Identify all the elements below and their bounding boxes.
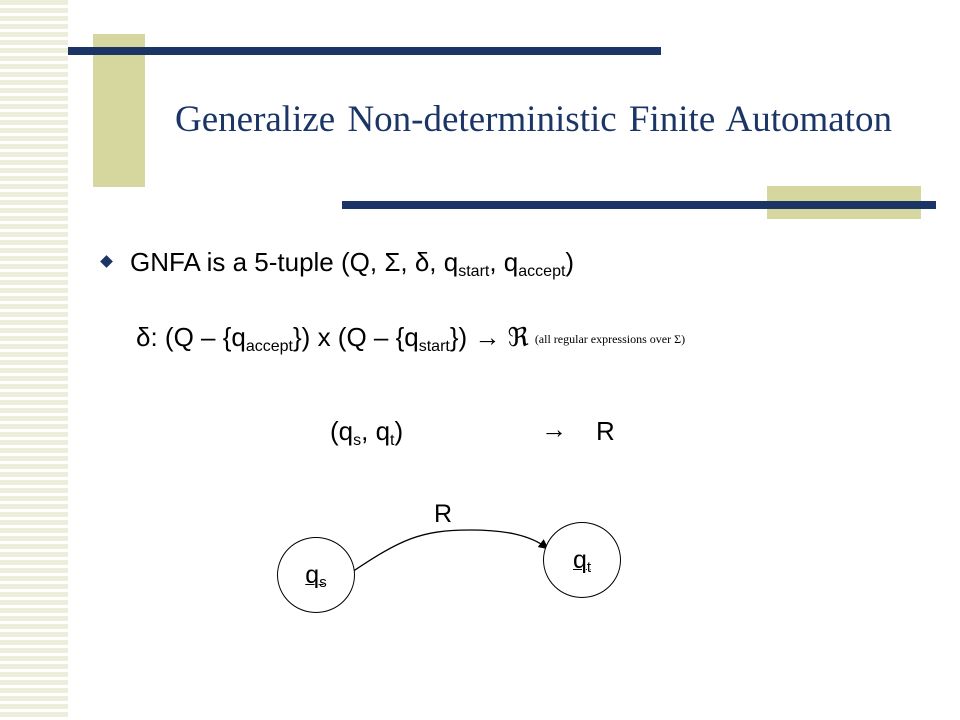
state-node-qt: qt xyxy=(543,522,621,598)
slide-title: Generalize Non-deterministic Finite Auto… xyxy=(175,99,892,140)
decorative-stripe-panel xyxy=(0,0,68,720)
mapping-result: R xyxy=(596,416,615,446)
mapping-arrow: → xyxy=(541,414,567,444)
mapping-left: (qs, qt) xyxy=(330,416,404,449)
state-node-qs: qs xyxy=(277,537,355,613)
transition-arrow xyxy=(351,529,549,573)
top-rule xyxy=(68,47,661,55)
regex-note: (all regular expressions over Σ) xyxy=(534,332,686,346)
gnfa-definition: GNFA is a 5-tuple (Q, Σ, δ, qstart, qacc… xyxy=(130,247,575,280)
decorative-block-top xyxy=(93,34,145,187)
edge-label: R xyxy=(434,500,453,528)
transition-function-definition: δ: (Q – {qaccept}) x (Q – {qstart}) → ℜ(… xyxy=(136,322,686,355)
bottom-rule xyxy=(342,201,936,209)
